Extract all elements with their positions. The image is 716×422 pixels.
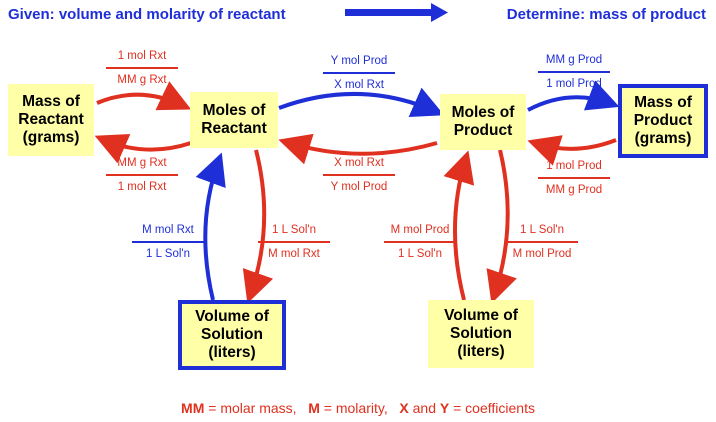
fraction-numerator: MM g Rxt	[117, 157, 167, 169]
fraction-moles-to-volume-reactant: 1 L Sol'n M mol Rxt	[254, 224, 334, 261]
fraction-denominator: Y mol Prod	[330, 181, 388, 193]
fraction-numerator: X mol Rxt	[334, 157, 384, 169]
fraction-mass-to-moles-reactant: 1 mol Rxt MM g Rxt	[102, 50, 182, 87]
fraction-volume-to-moles-reactant: M mol Rxt 1 L Sol'n	[128, 224, 208, 261]
arrow-reactant-to-product	[278, 87, 445, 117]
fraction-denominator: M mol Prod	[512, 248, 572, 260]
fraction-bar	[384, 241, 456, 243]
fraction-numerator: 1 mol Prod	[546, 160, 602, 172]
fraction-bar	[106, 174, 178, 176]
fraction-bar	[258, 241, 330, 243]
box-moles-of-product-label: Moles of Product	[451, 104, 515, 139]
box-moles-of-reactant-label: Moles of Reactant	[201, 102, 267, 137]
fraction-numerator: Y mol Prod	[330, 55, 388, 67]
box-volume-reactant-label: Volume of Solution (liters)	[195, 308, 269, 361]
fraction-denominator: 1 L Sol'n	[146, 248, 190, 260]
fraction-denominator: 1 mol Rxt	[117, 181, 167, 193]
arrow-moles-to-volume-product	[486, 149, 517, 304]
fraction-moles-to-volume-product: 1 L Sol'n M mol Prod	[502, 224, 582, 261]
legend-y-key: Y	[439, 400, 450, 416]
fraction-numerator: M mol Rxt	[142, 224, 194, 236]
fraction-mass-to-moles-product: 1 mol Prod MM g Prod	[534, 160, 614, 197]
header-determine: Determine: mass of product	[506, 6, 706, 23]
arrow-moles-to-mass-reactant	[94, 134, 192, 164]
arrow-moles-to-mass-product	[527, 80, 620, 112]
fraction-product-to-reactant: X mol Rxt Y mol Prod	[319, 157, 399, 194]
box-moles-of-product: Moles of Product	[440, 94, 526, 150]
legend-x-key: X	[399, 400, 409, 416]
header-arrow	[345, 3, 448, 22]
box-volume-of-solution-reactant: Volume of Solution (liters)	[178, 300, 286, 370]
fraction-denominator: 1 L Sol'n	[398, 248, 442, 260]
arrow-moles-to-volume-reactant	[242, 149, 274, 304]
legend-xy-text: = coefficients	[449, 400, 535, 416]
legend-mm-key: MM	[181, 400, 205, 416]
fraction-bar	[506, 241, 578, 243]
legend-mm-text: = molar mass,	[204, 400, 297, 416]
box-mass-of-product-label: Mass of Product (grams)	[633, 94, 693, 147]
box-mass-of-reactant: Mass of Reactant (grams)	[8, 84, 94, 156]
box-moles-of-reactant: Moles of Reactant	[190, 92, 278, 148]
fraction-bar	[132, 241, 204, 243]
box-mass-of-product: Mass of Product (grams)	[618, 84, 708, 158]
box-volume-of-solution-product: Volume of Solution (liters)	[428, 300, 534, 368]
fraction-numerator: 1 L Sol'n	[520, 224, 564, 236]
fraction-reactant-to-product: Y mol Prod X mol Rxt	[319, 55, 399, 92]
fraction-denominator: MM g Rxt	[117, 74, 167, 86]
arrow-volume-to-moles-reactant	[195, 152, 226, 301]
fraction-bar	[106, 67, 178, 69]
fraction-bar	[538, 71, 610, 73]
legend: MM = molar mass, M = molarity, X and Y =…	[0, 400, 716, 416]
fraction-bar	[323, 174, 395, 176]
fraction-denominator: M mol Rxt	[268, 248, 320, 260]
arrow-product-to-reactant	[278, 133, 438, 165]
fraction-numerator: MM g Prod	[545, 54, 603, 66]
fraction-denominator: MM g Prod	[545, 184, 603, 196]
arrow-mass-to-moles-reactant	[96, 81, 192, 111]
legend-and-text: and	[408, 400, 440, 416]
box-mass-of-reactant-label: Mass of Reactant (grams)	[18, 93, 84, 146]
fraction-numerator: 1 L Sol'n	[272, 224, 316, 236]
fraction-bar	[323, 72, 395, 74]
fraction-moles-to-mass-product: MM g Prod 1 mol Prod	[534, 54, 614, 91]
legend-m-text: = molarity,	[319, 400, 388, 416]
fraction-numerator: 1 mol Rxt	[117, 50, 167, 62]
fraction-moles-to-mass-reactant: MM g Rxt 1 mol Rxt	[102, 157, 182, 194]
fraction-numerator: M mol Prod	[390, 224, 450, 236]
arrow-mass-to-moles-product	[527, 135, 617, 166]
arrow-volume-to-moles-product	[443, 150, 475, 301]
fraction-bar	[538, 177, 610, 179]
fraction-volume-to-moles-product: M mol Prod 1 L Sol'n	[380, 224, 460, 261]
header-given: Given: volume and molarity of reactant	[8, 6, 286, 23]
legend-m-key: M	[308, 400, 320, 416]
fraction-denominator: 1 mol Prod	[546, 78, 602, 90]
box-volume-product-label: Volume of Solution (liters)	[444, 307, 518, 360]
fraction-denominator: X mol Rxt	[334, 79, 384, 91]
